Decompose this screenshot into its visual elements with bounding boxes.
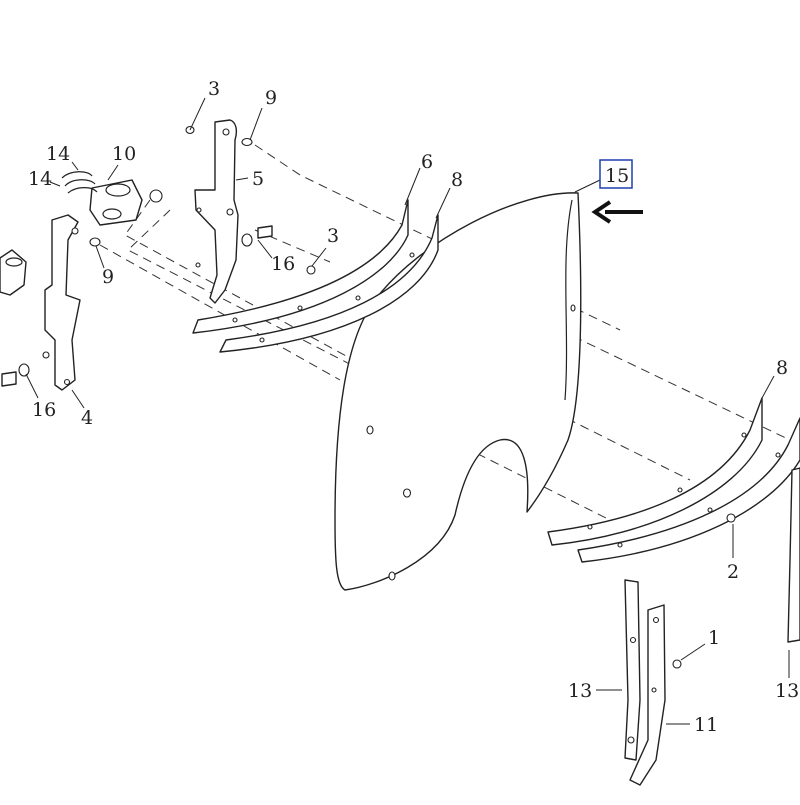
washer-9-top: [241, 137, 253, 147]
clamp-part-10: [89, 179, 143, 226]
callout-8-right: 8: [776, 357, 788, 379]
callout-1: 1: [708, 627, 720, 649]
callout-16-top: 16: [271, 253, 295, 275]
washer-16: [241, 233, 253, 247]
callouts: 3 9 14 10 14 5 6 8 15 3 16 9 16 4 8 2 1 …: [28, 78, 799, 736]
bracket-part-11: [629, 604, 666, 786]
arrow-left-icon: [591, 200, 643, 224]
bracket-part-13: [624, 579, 641, 761]
callout-16-left: 16: [32, 399, 56, 421]
trim-strip-lower: [577, 417, 800, 563]
leader-lines: [25, 97, 790, 725]
callout-2: 2: [727, 561, 739, 583]
trim-strip-6: [192, 199, 409, 334]
callout-5: 5: [252, 168, 264, 190]
washer-near-clamp: [149, 189, 163, 203]
callout-3-top: 3: [208, 78, 220, 100]
callout-14-mid: 14: [28, 168, 52, 190]
spring-part-14: [61, 171, 98, 194]
callout-13-right: 13: [775, 680, 799, 702]
callout-14-top: 14: [46, 143, 70, 165]
washer-16-left: [18, 363, 30, 377]
callout-10: 10: [112, 143, 136, 165]
callout-4: 4: [81, 407, 93, 429]
screw-2: [726, 513, 736, 523]
callout-11: 11: [694, 714, 718, 736]
callout-9-top: 9: [265, 87, 277, 109]
callout-15: 15: [605, 165, 629, 187]
hardware: [1, 125, 736, 669]
screw-16-top: [257, 225, 273, 239]
washer-9-left: [89, 237, 101, 247]
callout-8-top: 8: [451, 169, 463, 191]
callout-13-left: 13: [568, 680, 592, 702]
screw-1: [672, 659, 682, 669]
trim-strip-8: [219, 214, 439, 353]
bracket-part-5: [194, 119, 239, 304]
callout-6: 6: [421, 151, 433, 173]
screw-16-left: [1, 371, 17, 387]
clamp-left-edge: [0, 249, 27, 296]
trim-strip-8-lower: [547, 397, 763, 546]
screw-3-mid: [306, 265, 316, 275]
windshield-part-15: [334, 192, 582, 591]
callout-9-left: 9: [102, 266, 114, 288]
bracket-part-13-right: [787, 467, 800, 643]
highlight-box-15: [599, 159, 633, 189]
callout-3-mid: 3: [327, 225, 339, 247]
bracket-part-4: [42, 214, 81, 391]
